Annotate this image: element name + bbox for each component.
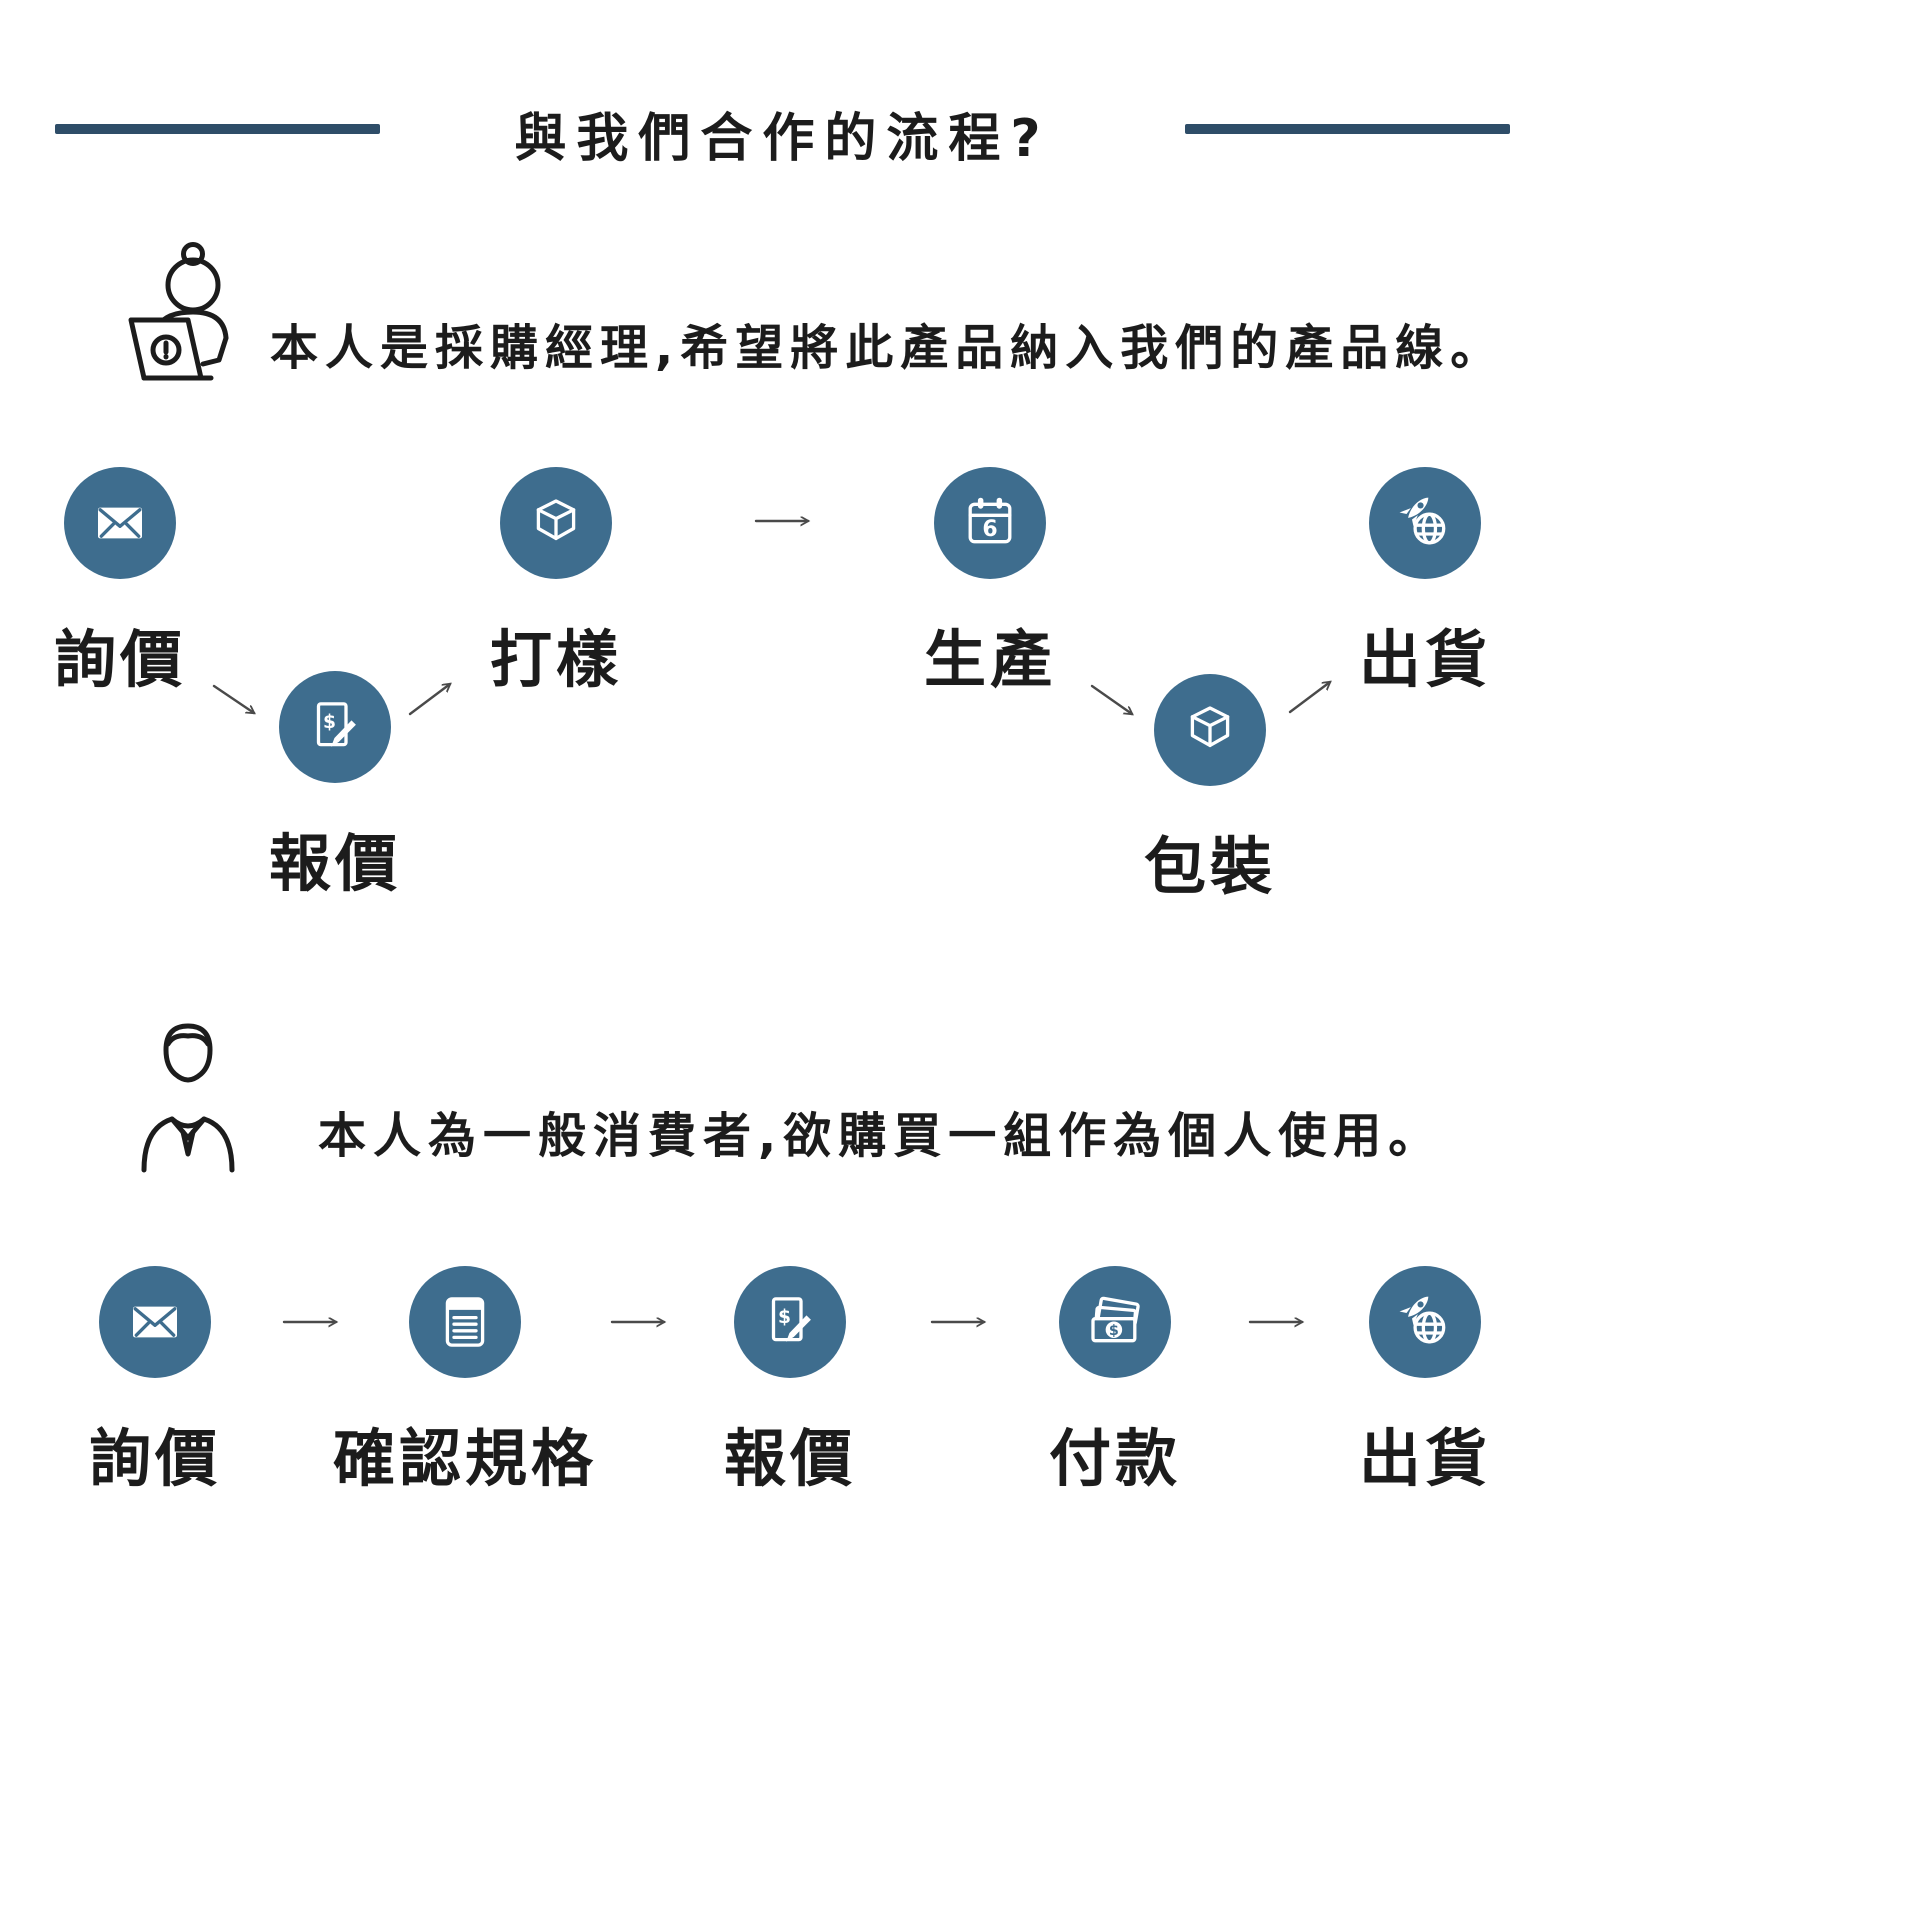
- b2b-step-sampling: 打樣: [406, 467, 706, 699]
- quotation-document-icon: $: [771, 1297, 811, 1342]
- icon-circle: 6: [934, 467, 1046, 579]
- step-label: 詢價: [88, 1422, 221, 1495]
- b2b-step-shipping: 出貨: [1275, 467, 1575, 699]
- sample-box-icon: [536, 499, 576, 541]
- step-label: 包裝: [1143, 830, 1276, 903]
- b2b-step-packaging: 包裝: [1060, 674, 1360, 906]
- banknotes-icon: $: [1091, 1296, 1140, 1343]
- b2c-step-inquiry: 詢價: [5, 1266, 305, 1498]
- step-label: 出貨: [1358, 623, 1491, 696]
- step-label: 打樣: [489, 623, 622, 696]
- persona-consumer-text: 本人為一般消費者,欲購買一組作為個人使用。: [318, 1108, 1444, 1164]
- icon-circle: $: [734, 1266, 846, 1378]
- step-label: 報價: [268, 827, 401, 900]
- step-label: 詢價: [53, 623, 186, 696]
- icon-circle: [500, 467, 612, 579]
- page-title: 與我們合作的流程?: [514, 109, 1051, 169]
- b2b-step-production: 6 生產: [840, 467, 1140, 699]
- icon-circle: $: [1059, 1266, 1171, 1378]
- rocket-globe-icon: [1399, 1296, 1446, 1344]
- title-rule-left: [55, 124, 380, 134]
- svg-text:$: $: [778, 1307, 791, 1328]
- step-label: 報價: [723, 1422, 856, 1495]
- icon-circle: [1154, 674, 1266, 786]
- icon-circle: [99, 1266, 211, 1378]
- icon-circle: [409, 1266, 521, 1378]
- step-label: 生產: [923, 623, 1056, 696]
- calendar-icon: 6: [968, 497, 1012, 544]
- b2c-step-quotation: $ 報價: [640, 1266, 940, 1498]
- b2c-step-payment: $ 付款: [965, 1266, 1265, 1498]
- icon-circle: [1369, 467, 1481, 579]
- svg-text:$: $: [323, 712, 336, 733]
- envelope-icon: [133, 1306, 177, 1338]
- step-label: 出貨: [1358, 1422, 1491, 1495]
- consumer-avatar-icon: [141, 1023, 235, 1173]
- title-rule-right: [1185, 124, 1510, 134]
- spec-sheet-icon: [445, 1297, 485, 1347]
- quotation-document-icon: $: [316, 702, 356, 747]
- b2c-step-spec-confirm: 確認規格: [315, 1266, 615, 1498]
- step-label: 確認規格: [332, 1422, 597, 1495]
- package-box-icon: [1190, 706, 1230, 748]
- step-label: 付款: [1048, 1422, 1181, 1495]
- persona-buyer-text: 本人是採購經理,希望將此產品納入我們的產品線。: [270, 320, 1506, 376]
- icon-circle: [1369, 1266, 1481, 1378]
- icon-circle: [64, 467, 176, 579]
- rocket-globe-icon: [1399, 497, 1446, 545]
- purchasing-manager-avatar-icon: [128, 242, 229, 381]
- b2b-step-quotation: $ 報價: [185, 671, 485, 903]
- b2b-step-inquiry: 詢價: [0, 467, 270, 699]
- svg-text:$: $: [1109, 1323, 1119, 1339]
- svg-text:6: 6: [982, 517, 997, 542]
- icon-circle: $: [279, 671, 391, 783]
- b2c-step-shipping: 出貨: [1275, 1266, 1575, 1498]
- envelope-icon: [98, 507, 142, 539]
